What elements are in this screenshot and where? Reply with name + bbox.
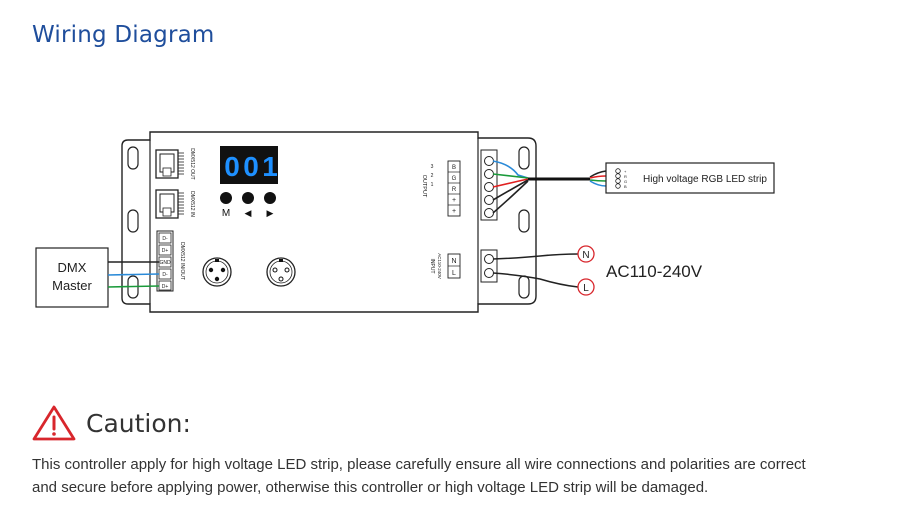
dmx-terminal-label: D- [162, 236, 168, 242]
caution-line: and secure before applying power, otherw… [32, 479, 709, 496]
output-pin-label: + [452, 197, 456, 204]
control-buttons: M ◀ ▶ [220, 192, 276, 219]
caution-line: This controller apply for high voltage L… [32, 456, 806, 473]
dmx-wires [107, 261, 160, 288]
display-digit: 0 [224, 151, 240, 182]
rj45-label-out: DMX512 OUT [189, 148, 195, 179]
output-pin-label: B [452, 165, 456, 171]
output-pin-label: + [452, 208, 456, 215]
mount-slot [518, 146, 530, 170]
input-label: INPUT [429, 259, 435, 274]
led-display: 0 0 1 [220, 146, 278, 184]
neutral-label: N [582, 250, 589, 261]
ac-wires [492, 253, 579, 288]
display-digit: 0 [243, 151, 259, 182]
rj45-port-out: DMX512 OUT [155, 148, 195, 180]
strip-pin-label: R [624, 174, 627, 179]
dmx-terminal-block: D- D+ GND D- D+ DMX512 IN/OUT [156, 230, 185, 292]
output-channel: 2 [431, 173, 434, 179]
output-pin-label: R [452, 187, 457, 193]
rj45-port-in: DMX512 IN [155, 189, 195, 219]
mount-slot [518, 275, 530, 299]
dmx-terminal-label: D+ [162, 284, 169, 290]
output-channel: 3 [431, 164, 434, 170]
output-pin-label: G [452, 176, 457, 182]
left-button[interactable] [242, 192, 254, 204]
caution-title: Caution: [86, 408, 191, 438]
ac-voltage-label: AC110-240V [606, 262, 703, 281]
output-terminal-labels: OUTPUT 3 2 1 B G R + + [421, 160, 461, 217]
input-pin-label: L [452, 270, 456, 277]
dmx-terminal-label: D- [162, 272, 168, 278]
input-pin-label: N [451, 258, 456, 265]
mount-slot [127, 146, 139, 170]
dmx-master-line1: DMX [58, 260, 87, 275]
rj45-label-in: DMX512 IN [189, 191, 195, 217]
ac-terminal-l: L [577, 278, 595, 296]
output-label: OUTPUT [421, 175, 427, 198]
xlr-connector-female [266, 257, 296, 287]
strip-pin-label: B [624, 184, 627, 189]
page-title: Wiring Diagram [32, 22, 215, 48]
line-label: L [583, 283, 589, 294]
output-channel: 1 [431, 182, 434, 188]
right-button[interactable] [264, 192, 276, 204]
controller-housing [121, 131, 537, 313]
led-strip: + R G B High voltage RGB LED strip [605, 162, 775, 194]
caution-text: This controller apply for high voltage L… [32, 453, 872, 499]
mount-slot [518, 209, 530, 233]
xlr-connector-male [202, 257, 232, 287]
m-button[interactable] [220, 192, 232, 204]
dmx-terminal-label: GND [159, 260, 171, 266]
dmx-terminal-label: D+ [162, 248, 169, 254]
left-arrow-icon: ◀ [245, 208, 252, 218]
dmx-side-label: DMX512 IN/OUT [179, 242, 185, 280]
output-wires [492, 160, 607, 214]
right-arrow-icon: ▶ [267, 208, 274, 218]
input-voltage-label: AC110-240V [437, 253, 442, 278]
m-button-label: M [222, 208, 230, 219]
strip-pin-label: + [624, 169, 627, 174]
warning-icon [32, 405, 76, 441]
led-strip-label: High voltage RGB LED strip [643, 174, 767, 185]
mount-slot [127, 209, 139, 233]
dmx-master: DMX Master [35, 247, 109, 308]
caution-header: Caution: [32, 403, 191, 443]
display-digit: 1 [262, 151, 278, 182]
input-terminal-labels: INPUT AC110-240V N L [429, 253, 461, 279]
ac-terminal-n: N [577, 245, 595, 263]
dmx-master-line2: Master [52, 278, 92, 293]
strip-pin-label: G [624, 179, 627, 184]
